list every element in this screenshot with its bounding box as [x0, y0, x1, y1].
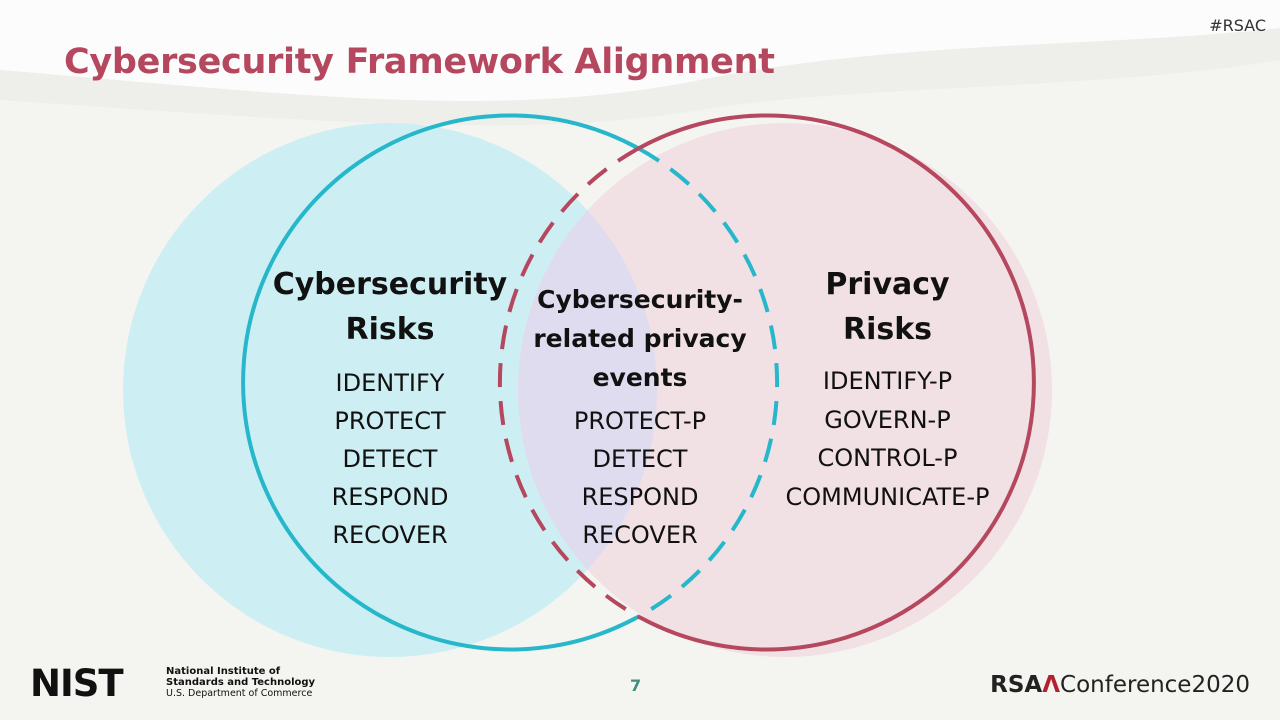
background-swoosh: [0, 0, 1280, 126]
overlap-heading: Cybersecurity- related privacy events: [533, 285, 747, 392]
hashtag-label: #RSAC: [1209, 16, 1266, 35]
privacy-risks-heading: Privacy Risks: [825, 267, 950, 347]
overlap-functions-list: PROTECT-P DETECT RESPOND RECOVER: [525, 402, 755, 554]
privacy-circle-dashed-outline: [497, 146, 640, 619]
list-item: RESPOND: [331, 483, 449, 511]
page-number: 7: [630, 676, 642, 695]
list-item: COMMUNICATE-P: [785, 482, 990, 511]
privacy-circle-outline: [637, 113, 1036, 652]
cybersecurity-functions-list: IDENTIFY PROTECT DETECT RESPOND RECOVER: [270, 364, 510, 554]
list-item: PROTECT: [334, 407, 446, 435]
privacy-risks-region: Privacy Risks IDENTIFY-P GOVERN-P CONTRO…: [760, 262, 1015, 516]
cybersecurity-risks-region: Cybersecurity Risks IDENTIFY PROTECT DET…: [270, 262, 510, 554]
privacy-circle: [518, 123, 1052, 657]
overlap-events-region: Cybersecurity- related privacy events PR…: [525, 280, 755, 554]
list-item: GOVERN-P: [824, 405, 951, 434]
cybersecurity-circle-dashed-outline: [637, 146, 780, 619]
list-item: RESPOND: [581, 483, 699, 511]
list-item: CONTROL-P: [817, 444, 958, 472]
nist-wordmark: NIST: [30, 664, 125, 700]
list-item: DETECT: [592, 445, 688, 473]
list-item: PROTECT-P: [573, 407, 707, 435]
cybersecurity-risks-heading: Cybersecurity Risks: [272, 267, 508, 347]
rsa-conference-logo: RSAΛConference2020: [990, 672, 1250, 698]
nist-wordmark-text: NIST: [30, 664, 124, 700]
slide-title: Cybersecurity Framework Alignment: [64, 42, 775, 82]
nist-logo: NIST National Institute of Standards and…: [30, 664, 315, 700]
list-item: IDENTIFY: [335, 369, 445, 397]
cybersecurity-circle: [123, 123, 657, 657]
cybersecurity-circle-outline: [241, 113, 640, 652]
list-item: DETECT: [342, 445, 438, 473]
list-item: RECOVER: [332, 521, 448, 549]
privacy-functions-list: IDENTIFY-P GOVERN-P CONTROL-P COMMUNICAT…: [760, 362, 1015, 516]
list-item: IDENTIFY-P: [822, 367, 953, 395]
nist-name: National Institute of Standards and Tech…: [166, 665, 316, 699]
list-item: RECOVER: [582, 521, 698, 549]
